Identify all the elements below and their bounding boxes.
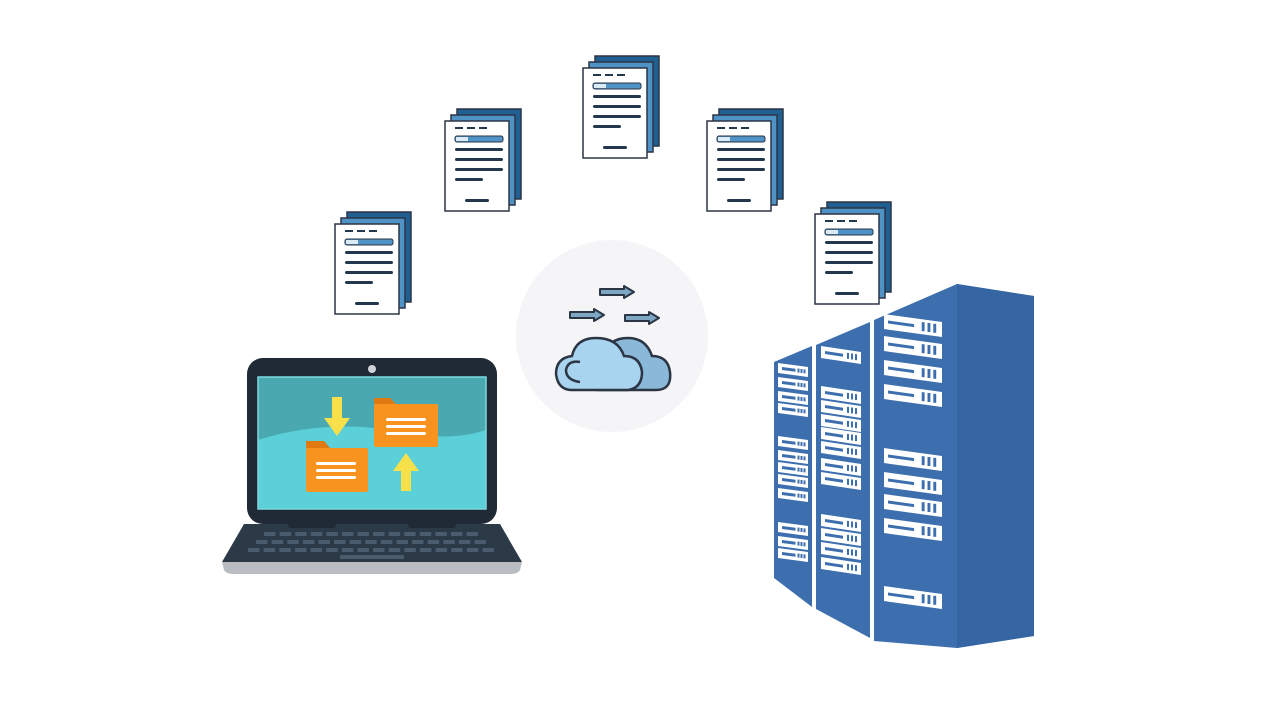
server-unit: [778, 548, 808, 562]
document-stack-icon: [814, 201, 892, 305]
server-unit: [778, 488, 808, 502]
cloud-front-icon: [554, 336, 644, 392]
screen-wave: [258, 426, 486, 509]
cloud-inner-line: [564, 360, 581, 384]
server-unit: [778, 436, 808, 450]
download-arrow-icon: [324, 397, 350, 436]
server-unit: [821, 472, 861, 490]
document-stack-icon: [334, 211, 412, 315]
server-slots: [778, 314, 942, 609]
cloud-transfer-icon: [516, 240, 708, 432]
server-unit: [884, 586, 942, 609]
server-unit: [778, 403, 808, 417]
server-unit: [778, 522, 808, 536]
server-unit: [884, 494, 942, 517]
server-unit: [884, 314, 942, 337]
server-unit: [778, 462, 808, 476]
folder-icon: [374, 398, 438, 447]
document-stack-icon: [444, 108, 522, 212]
server-unit: [821, 400, 861, 418]
flow-arrows: [569, 285, 660, 325]
server-unit: [778, 536, 808, 550]
flow-arrow-icon: [599, 285, 635, 299]
server-unit: [821, 542, 861, 560]
server-unit: [778, 450, 808, 464]
keyboard-keys: [248, 532, 494, 559]
server-unit: [821, 427, 861, 445]
server-unit: [821, 514, 861, 532]
flow-arrow-icon: [624, 311, 660, 325]
rack-right-side: [957, 284, 1034, 648]
hinge: [288, 520, 336, 528]
server-unit: [778, 377, 808, 391]
server-unit: [778, 363, 808, 377]
server-unit: [884, 384, 942, 407]
server-unit: [821, 414, 861, 432]
server-unit: [778, 474, 808, 488]
server-unit: [821, 458, 861, 476]
server-unit: [884, 518, 942, 541]
server-unit: [821, 346, 861, 364]
server-unit: [884, 336, 942, 359]
cloud-bubble: [516, 240, 708, 432]
folder-icon: [306, 441, 368, 492]
server-unit: [821, 386, 861, 404]
server-rack-icon: [774, 284, 1034, 648]
laptop-base: [222, 562, 522, 574]
server-unit: [821, 557, 861, 575]
webcam: [368, 365, 376, 373]
upload-arrow-icon: [393, 453, 419, 491]
server-unit: [884, 360, 942, 383]
document-stacks: [334, 55, 892, 315]
flow-arrow-icon: [569, 308, 605, 322]
document-stack-icon: [582, 55, 660, 159]
hinge: [408, 520, 456, 528]
screen-border: [257, 376, 487, 510]
document-stack-icon: [706, 108, 784, 212]
laptop-icon: [222, 358, 522, 574]
server-unit: [884, 472, 942, 495]
server-unit: [821, 528, 861, 546]
server-unit: [884, 448, 942, 471]
server-unit: [778, 391, 808, 405]
server-unit: [821, 441, 861, 459]
